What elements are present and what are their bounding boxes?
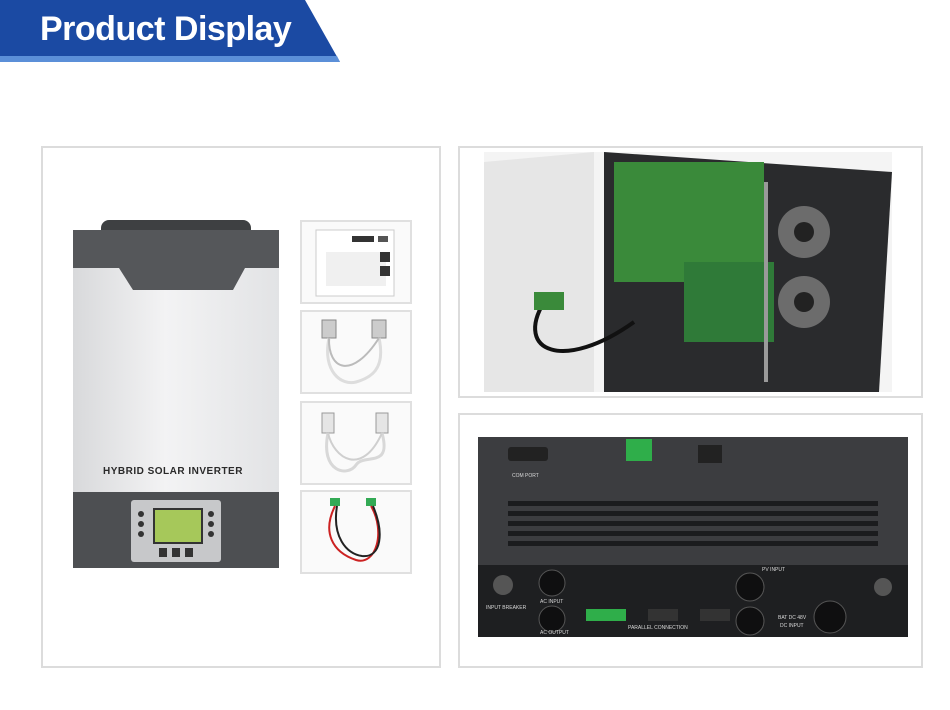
internal-view-panel	[458, 146, 923, 398]
inverter-rear-photo: COM PORT INPUT BREAKER AC INPUT AC OUTPU…	[478, 437, 908, 637]
battery-cable-illustration	[328, 498, 381, 562]
inverter-label: HYBRID SOLAR INVERTER	[103, 466, 243, 477]
rear-panel-illustration	[478, 437, 908, 637]
inverter-product-image: HYBRID SOLAR INVERTER	[73, 210, 283, 575]
input-breaker-label: INPUT BREAKER	[486, 605, 527, 611]
manual-illustration	[315, 229, 395, 297]
section-title: Product Display	[40, 10, 292, 48]
parallel-connection-label: PARALLEL CONNECTION	[628, 625, 688, 631]
battery-input-label: BAT DC 48V	[778, 615, 807, 621]
inverter-lcd-panel	[131, 500, 221, 562]
control-buttons	[138, 511, 214, 557]
battery-cable-image	[300, 490, 412, 574]
inverter-top-panel	[73, 230, 279, 290]
ac-input-label: AC INPUT	[540, 599, 564, 605]
pv-input-label: PV INPUT	[762, 567, 786, 573]
rear-panel-view: COM PORT INPUT BREAKER AC INPUT AC OUTPU…	[458, 413, 923, 668]
lcd-screen	[153, 508, 203, 544]
communication-cable-image	[300, 401, 412, 485]
serial-cable-illustration	[321, 319, 387, 385]
inverter-internal-photo	[484, 152, 892, 392]
communication-cable-illustration	[321, 412, 389, 473]
product-kit-panel: HYBRID SOLAR INVERTER	[41, 146, 441, 668]
com-port-label: COM PORT	[512, 473, 539, 479]
user-manual-image	[300, 220, 412, 304]
ac-output-label: AC OUTPUT	[540, 630, 569, 636]
dc-input-label: DC INPUT	[780, 623, 804, 629]
section-banner: Product Display	[0, 0, 340, 62]
internal-illustration	[484, 152, 892, 392]
banner-shape	[0, 0, 340, 62]
serial-cable-image	[300, 310, 412, 394]
